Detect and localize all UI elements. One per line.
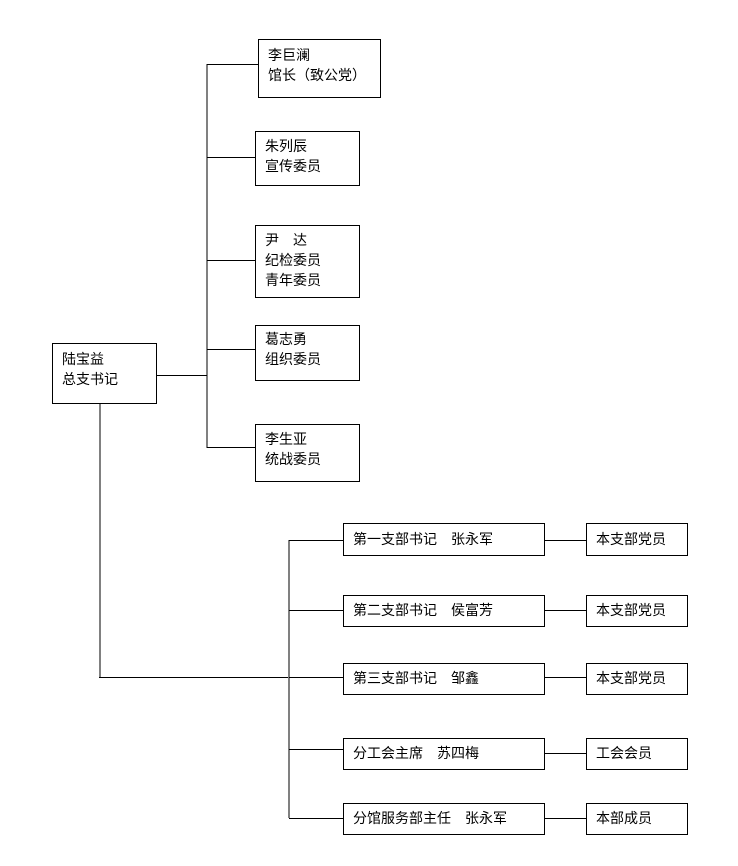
branch-label: 第一支部书记 张永军 (353, 531, 493, 548)
member-node: 本支部党员 (586, 523, 688, 556)
member-connector-5 (544, 818, 586, 819)
branch-label: 分工会主席 苏四梅 (353, 746, 479, 762)
committee-role: 青年委员 (265, 273, 321, 289)
branch-label: 分馆服务部主任 张永军 (353, 811, 507, 827)
committee-name: 李巨澜 (268, 48, 310, 64)
branch-label: 第二支部书记 侯富芳 (353, 603, 493, 619)
member-connector-2 (544, 610, 586, 611)
committee-trunk-line (206, 64, 208, 448)
committee-name: 葛志勇 (265, 332, 307, 348)
branch-connector-4 (289, 749, 344, 750)
root-down-line (99, 404, 101, 678)
committee-connector-1 (207, 64, 258, 65)
member-node: 本支部党员 (586, 595, 688, 627)
branch-label: 第三支部书记 邹鑫 (353, 671, 479, 687)
committee-name: 尹 达 (265, 233, 307, 249)
member-node: 工会会员 (586, 738, 688, 770)
root-to-committee-line (156, 375, 207, 376)
committee-role: 纪检委员 (265, 253, 321, 269)
committee-node: 朱列辰 宣传委员 (255, 131, 360, 186)
branch-node: 第一支部书记 张永军 (343, 523, 545, 556)
member-node: 本部成员 (586, 803, 688, 835)
member-label: 本支部党员 (596, 671, 666, 687)
committee-role: 组织委员 (265, 352, 321, 368)
committee-connector-4 (207, 349, 258, 350)
branch-node: 分工会主席 苏四梅 (343, 738, 545, 770)
branch-connector-3 (289, 677, 344, 678)
member-label: 本支部党员 (596, 603, 666, 619)
member-connector-4 (544, 753, 586, 754)
branch-node: 分馆服务部主任 张永军 (343, 803, 545, 835)
member-label: 本部成员 (596, 811, 652, 827)
committee-name: 朱列辰 (265, 139, 307, 155)
committee-node: 尹 达 纪检委员 青年委员 (255, 225, 360, 298)
member-label: 本支部党员 (596, 531, 666, 548)
branch-trunk-line (288, 540, 290, 818)
root-node: 陆宝益 总支书记 (52, 343, 157, 404)
committee-node: 李生亚 统战委员 (255, 424, 360, 482)
committee-connector-5 (207, 447, 258, 448)
committee-role: 宣传委员 (265, 159, 321, 175)
member-label: 工会会员 (596, 746, 652, 762)
branch-node: 第二支部书记 侯富芳 (343, 595, 545, 627)
branch-connector-5 (289, 818, 344, 819)
committee-connector-2 (207, 157, 258, 158)
root-to-branches-line (99, 677, 289, 678)
member-connector-3 (544, 677, 586, 678)
committee-connector-3 (207, 260, 258, 261)
root-name: 陆宝益 (62, 352, 104, 368)
branch-connector-1 (289, 540, 344, 541)
committee-node: 葛志勇 组织委员 (255, 325, 360, 381)
committee-role: 馆长（致公党） (268, 68, 366, 84)
committee-role: 统战委员 (265, 452, 321, 468)
branch-node: 第三支部书记 邹鑫 (343, 663, 545, 695)
root-title: 总支书记 (62, 372, 118, 388)
branch-connector-2 (289, 610, 344, 611)
committee-name: 李生亚 (265, 432, 307, 448)
member-node: 本支部党员 (586, 663, 688, 695)
member-connector-1 (544, 540, 586, 541)
committee-node: 李巨澜 馆长（致公党） (258, 39, 381, 98)
